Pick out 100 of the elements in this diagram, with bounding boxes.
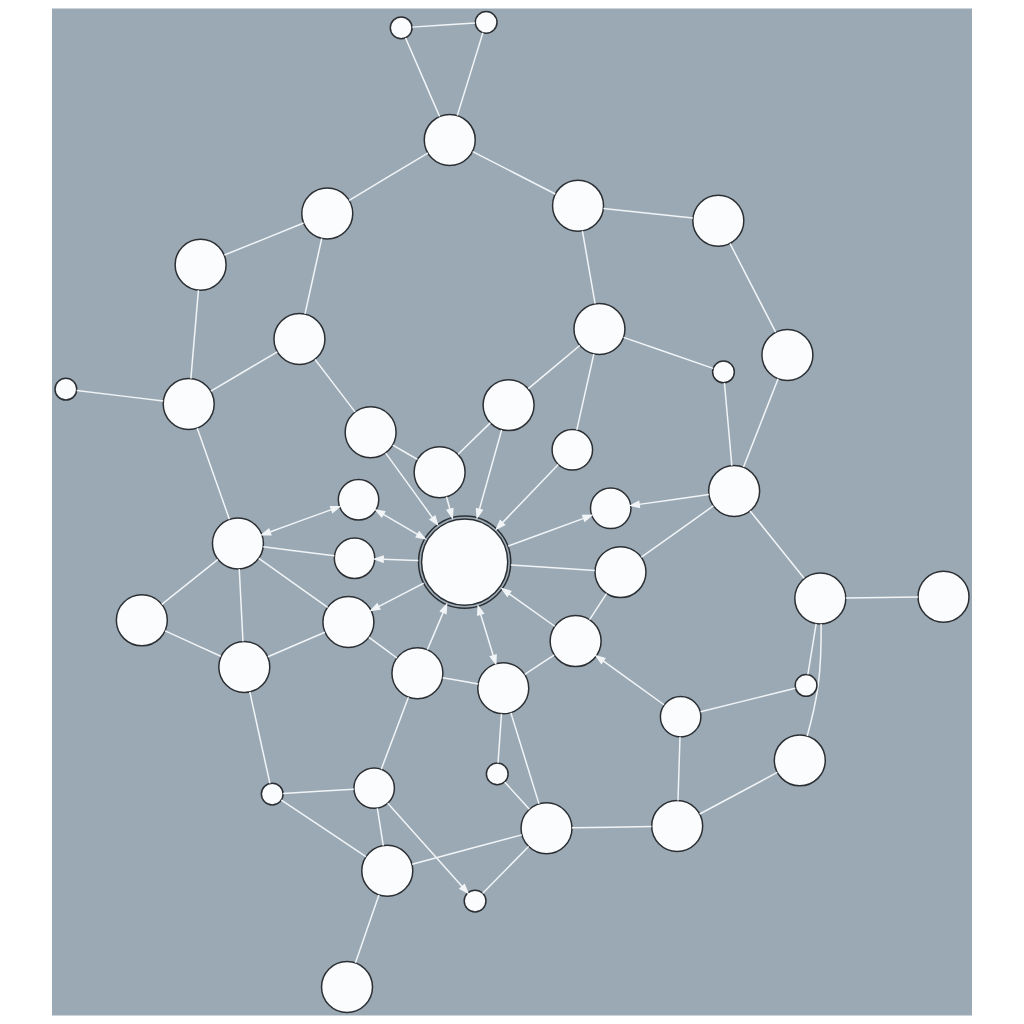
connector: [262, 545, 336, 557]
connector: [571, 825, 653, 829]
connector: [742, 378, 779, 468]
connector: [457, 422, 492, 455]
connector: [456, 32, 484, 117]
arrow: [369, 582, 425, 612]
node-circle: [463, 889, 487, 913]
connector: [510, 564, 596, 572]
node-circle: [273, 312, 326, 366]
connector: [602, 207, 694, 219]
connector: [411, 22, 476, 28]
node-circle: [659, 695, 702, 738]
arrow: [445, 496, 454, 520]
connector: [376, 807, 384, 847]
node-circle: [361, 844, 414, 898]
node-circle: [423, 113, 476, 167]
connector: [504, 781, 531, 811]
node-circle: [337, 478, 380, 521]
arrow: [426, 602, 448, 651]
connector: [677, 736, 681, 802]
node-circle: [573, 302, 626, 356]
connector: [471, 150, 557, 195]
arrow: [387, 802, 470, 895]
node-circle: [551, 179, 605, 232]
connector: [845, 596, 919, 599]
arrow: [500, 587, 556, 627]
connector: [527, 344, 581, 390]
node-circle: [320, 960, 374, 1014]
node-circle: [917, 570, 970, 623]
connector: [190, 289, 200, 380]
node-circle: [594, 545, 647, 599]
node-circle: [162, 377, 215, 431]
node-circle: [711, 360, 736, 384]
connector: [729, 242, 777, 333]
connector: [76, 389, 164, 402]
node-circle: [707, 464, 761, 518]
arrow: [385, 452, 439, 527]
connector: [304, 237, 323, 315]
connector: [749, 510, 805, 579]
node-circle: [389, 16, 413, 40]
connector: [196, 427, 231, 520]
connector: [524, 654, 555, 676]
node-circle: [520, 802, 573, 855]
connector: [348, 152, 429, 202]
node-circle: [322, 595, 375, 649]
connector: [588, 592, 608, 621]
connector: [622, 336, 714, 370]
node-circle: [794, 572, 847, 625]
connector: [314, 358, 356, 413]
arrow: [259, 505, 342, 536]
node-circle: [260, 782, 284, 806]
connector: [723, 382, 733, 467]
node-circle: [333, 537, 376, 580]
node-circle: [761, 328, 814, 382]
node-circle: [344, 406, 397, 459]
connector: [806, 623, 822, 737]
node-circle: [477, 662, 530, 715]
node-circle: [794, 673, 818, 698]
arrow: [477, 604, 497, 666]
connector: [210, 351, 279, 392]
node-circle: [413, 445, 466, 499]
connector: [282, 788, 355, 795]
connector: [161, 558, 219, 606]
arrow: [628, 493, 710, 509]
connector: [581, 230, 596, 305]
arrow: [374, 508, 427, 540]
connector: [392, 444, 419, 461]
connector: [164, 630, 222, 657]
connector: [510, 712, 540, 805]
connector: [249, 691, 271, 785]
arrow: [475, 429, 503, 520]
connector: [354, 894, 380, 964]
node-circle: [174, 238, 227, 291]
arrow: [507, 514, 594, 547]
node-circle: [301, 187, 354, 240]
node-circle: [482, 378, 535, 432]
node-circle: [692, 194, 745, 248]
connector: [258, 557, 329, 609]
connector: [699, 687, 796, 713]
node-circle: [391, 646, 444, 700]
connector: [368, 636, 398, 659]
node-circle: [589, 487, 632, 530]
node-circle: [218, 640, 271, 694]
node-circle: [54, 377, 78, 401]
node-circle: [485, 762, 509, 786]
connector: [380, 696, 410, 770]
connector: [411, 834, 523, 865]
node-circle: [211, 517, 265, 570]
node-circle: [773, 734, 827, 787]
connector: [698, 771, 778, 815]
connector: [497, 713, 503, 764]
connector: [576, 353, 595, 431]
node-circle: [353, 767, 396, 810]
connector: [238, 568, 244, 643]
connector: [404, 37, 441, 118]
arrow: [594, 654, 665, 706]
connector: [807, 623, 817, 676]
node-circle: [474, 10, 498, 34]
connector: [280, 799, 367, 858]
node-circle: [551, 428, 594, 471]
